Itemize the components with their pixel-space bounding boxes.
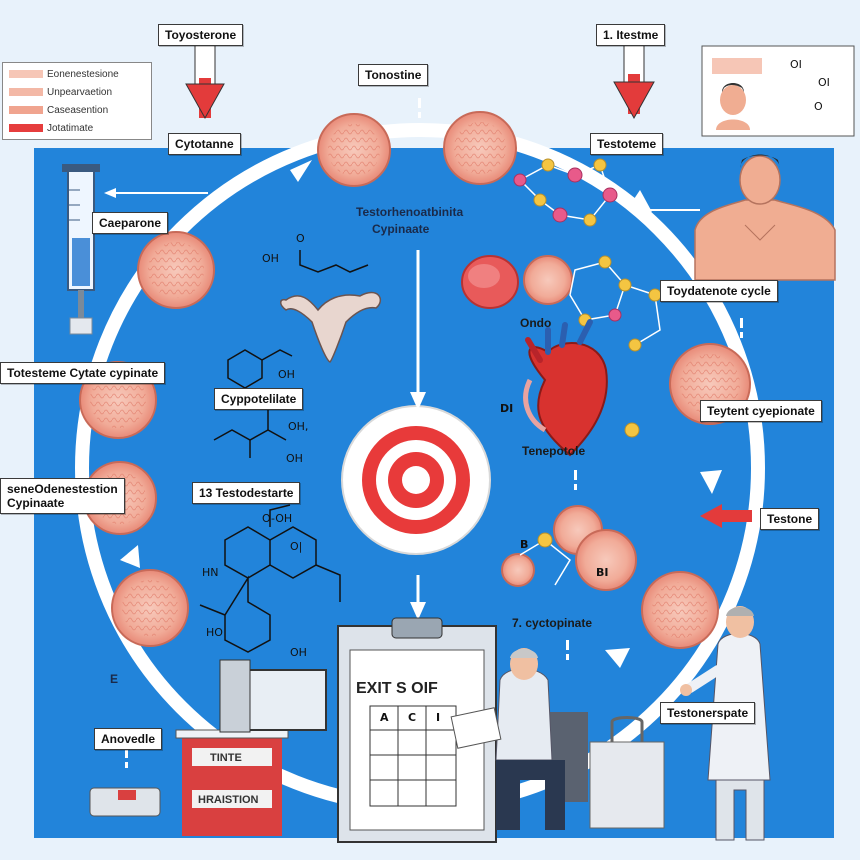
mol-o: O [814, 100, 823, 113]
legend-label: Eonenestesione [47, 69, 119, 80]
label-cypotelilate: Cyppotelilate [214, 388, 304, 410]
checklist-cell: I [436, 711, 441, 724]
legend-swatch [9, 106, 43, 115]
mol-oi: OI [818, 76, 830, 89]
legend-label: Unpearvaetion [47, 87, 113, 98]
mol-oh: OH [286, 452, 303, 465]
mol-hn: HN [202, 566, 219, 579]
man-torso-illustration [694, 154, 836, 281]
syringe-illustration [62, 164, 100, 335]
legend-item: Unpearvaetion [9, 87, 112, 99]
legend-label: Jotatimate [47, 123, 94, 134]
ring-arrow [290, 160, 312, 182]
label-tenepotole: Tenepotole [522, 444, 586, 458]
ring-arrow [700, 470, 722, 494]
mol-di: DI [500, 402, 514, 415]
label-testodestarte: 13 Testodestarte [192, 482, 301, 504]
legend-swatch [9, 70, 43, 79]
red-down-arrow [613, 81, 655, 120]
label-toydatenote: Toydatenote cycle [660, 280, 778, 302]
label-e-mark: E [110, 672, 119, 686]
label-cyto-left: Cytotanne [168, 133, 241, 155]
ring-arrow [630, 190, 652, 212]
checklist-cell: A [380, 711, 389, 724]
label-top-right: 1. Itestme [596, 24, 666, 46]
label-left-lower-line1: seneOdenestestion [7, 482, 118, 496]
label-top-left: Toyosterone [158, 24, 244, 46]
uterus-illustration [280, 291, 381, 363]
label-testeme-cytate: Totesteme Cytate cypinate [0, 362, 166, 384]
label-testosteme-right: Testoteme [590, 133, 664, 155]
ring-arrow [120, 545, 140, 568]
label-top-center: Tonostine [358, 64, 429, 86]
mol-o-oh: O-OH [262, 512, 293, 525]
mol-ho: HO [206, 626, 223, 639]
legend: Eonenestesione Unpearvaetion Caseasentio… [2, 62, 152, 140]
legend-label: Caseasention [47, 105, 109, 116]
desk-label-top: TINTE [210, 752, 242, 764]
molecule-atoms [513, 158, 662, 548]
label-testonerspate: Testonerspate [660, 702, 756, 724]
checklist-cell: C [408, 711, 417, 724]
label-testone: Testone [760, 508, 820, 530]
mol-oh: OH [278, 368, 295, 381]
center-title-line2: Cypinaate [372, 222, 430, 236]
mol-oi: OI [790, 58, 802, 71]
label-ondo: Ondo [520, 316, 552, 330]
legend-item: Jotatimate [9, 123, 93, 135]
heart-illustration [523, 319, 608, 457]
legend-item: Eonenestesione [9, 69, 119, 81]
desk-label-bottom: HRAISTION [198, 794, 259, 806]
chemical-structures [199, 250, 369, 653]
target-icon [341, 405, 491, 555]
ring-arrow [605, 648, 630, 668]
label-anovedle: Anovedle [94, 728, 163, 750]
legend-item: Caseasention [9, 105, 108, 117]
label-teytent: Teytent cyepionate [700, 400, 822, 422]
mol-o: O [296, 232, 305, 245]
mol-oh: OH [290, 646, 307, 659]
label-left-lower-line2: Cypinaate [7, 496, 65, 510]
bag-illustration [589, 716, 665, 829]
mol-bi: BI [596, 566, 609, 579]
red-down-arrow [185, 83, 225, 120]
mol-oh: OH [262, 252, 279, 265]
label-caeparone: Caeparone [92, 212, 169, 234]
mol-ohn: OH, [288, 420, 309, 433]
clipboard-title: EXIT S OIF [356, 680, 438, 697]
label-cyctopinate: 7. cyctopinate [512, 616, 593, 630]
mol-b: B [520, 538, 529, 551]
legend-swatch [9, 124, 43, 133]
mol-oi: O| [290, 540, 303, 553]
red-left-arrow [700, 504, 752, 528]
desk-illustration [89, 659, 327, 836]
legend-swatch [9, 88, 43, 97]
center-title-line1: Testorhenoatbinita [356, 205, 464, 219]
seated-doctor-illustration [450, 648, 588, 830]
